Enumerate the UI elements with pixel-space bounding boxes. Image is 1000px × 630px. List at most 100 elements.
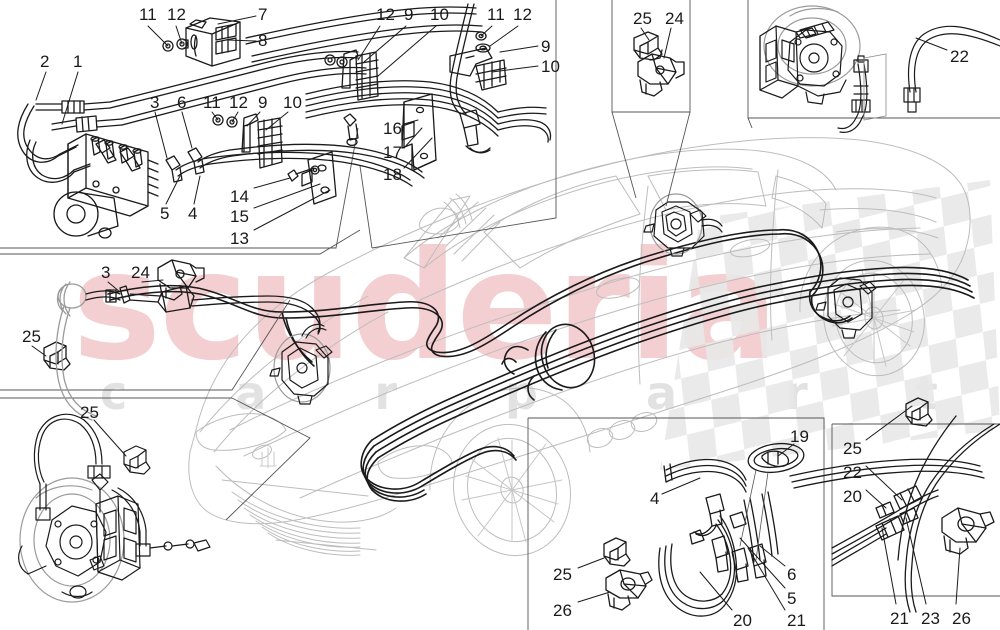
callout-number-24: 24 [131, 263, 150, 282]
leader-line-c2 [35, 71, 47, 101]
callout-number-12: 12 [229, 93, 248, 112]
leader-line-c25b [31, 345, 47, 357]
leader-line-c22a [915, 37, 948, 51]
callout-number-12: 12 [167, 5, 186, 24]
leader-line-c5b [739, 537, 786, 589]
leader-line-c21b [747, 547, 786, 611]
leader-line-c1 [61, 71, 79, 125]
leader-line-c9a [246, 111, 261, 127]
leader-line-c8 [227, 39, 257, 42]
callout-number-9: 9 [258, 93, 268, 112]
callout-number-7: 7 [258, 5, 268, 24]
callout-number-25: 25 [553, 565, 572, 584]
leader-line-c23 [905, 517, 927, 605]
callout-number-21: 21 [890, 609, 909, 628]
leader-line-c12b [231, 111, 239, 123]
callout-number-9: 9 [541, 37, 551, 56]
leader-line-c12a [175, 25, 183, 45]
callout-number-10: 10 [283, 93, 302, 112]
leader-line-c18 [403, 137, 433, 169]
callout-number-13: 13 [230, 229, 249, 248]
callout-number-6: 6 [177, 93, 187, 112]
callout-number-4: 4 [188, 204, 198, 223]
callout-number-26: 26 [952, 609, 971, 628]
leader-line-c26a [577, 591, 611, 603]
leader-line-c7 [217, 15, 257, 25]
leader-line-c4 [193, 175, 201, 205]
leader-line-c3b [107, 281, 121, 293]
leader-line-c17 [403, 127, 423, 149]
leader-line-c19 [777, 443, 795, 457]
leader-line-c21c [881, 527, 897, 605]
callout-number-25: 25 [843, 439, 862, 458]
leader-line-c14 [253, 177, 291, 189]
callout-number-8: 8 [258, 31, 268, 50]
callout-number-10: 10 [541, 57, 560, 76]
leader-line-c11c [480, 25, 493, 37]
leader-line-c10c [491, 65, 539, 73]
callout-number-25: 25 [633, 9, 652, 28]
leader-line-c5 [165, 175, 181, 205]
leader-line-c20b [699, 571, 733, 611]
callout-number-15: 15 [230, 207, 249, 226]
callout-number-5: 5 [787, 589, 797, 608]
callout-number-26: 26 [553, 601, 572, 620]
callout-number-20: 20 [843, 487, 862, 506]
callout-number-22: 22 [950, 47, 969, 66]
leader-line-c13 [253, 189, 331, 231]
leader-line-c10b [377, 25, 437, 77]
leader-line-c26b [955, 547, 961, 605]
callout-number-23: 23 [921, 609, 940, 628]
callout-number-14: 14 [230, 187, 249, 206]
leader-line-c24b [141, 279, 164, 283]
callout-number-6: 6 [787, 565, 797, 584]
leader-line-c12d [489, 25, 519, 47]
callout-number-11: 11 [487, 5, 505, 24]
callout-number-11: 11 [139, 5, 157, 24]
callout-number-11: 11 [203, 93, 221, 112]
leader-line-c6b [759, 545, 786, 567]
callout-number-16: 16 [383, 119, 402, 138]
callout-number-21: 21 [787, 611, 806, 630]
leader-line-c25a [640, 27, 650, 41]
leader-line-c25d [577, 557, 605, 569]
callout-number-3: 3 [150, 93, 160, 112]
leader-line-c11b [211, 111, 219, 121]
leader-line-c25e [865, 405, 913, 441]
callout-number-2: 2 [40, 52, 50, 71]
leader-line-c11a [147, 25, 169, 47]
callout-number-1: 1 [73, 52, 83, 71]
callout-number-19: 19 [790, 427, 809, 446]
callout-number-4: 4 [650, 489, 660, 508]
callout-number-5: 5 [160, 204, 170, 223]
leader-line-c9b [363, 25, 407, 63]
leader-line-c10a [265, 111, 289, 131]
leader-line-c20c [865, 489, 887, 509]
callout-number-22: 22 [843, 463, 862, 482]
leader-line-c4b [661, 477, 701, 495]
callout-number-9: 9 [404, 5, 414, 24]
callout-number-25: 25 [80, 403, 99, 422]
callout-number-12: 12 [513, 5, 532, 24]
leader-line-c25c [93, 419, 127, 457]
leader-line-c22b [865, 465, 903, 501]
callout-number-3: 3 [101, 263, 111, 282]
leader-line-c12c [357, 25, 381, 61]
leader-line-c24a [663, 27, 672, 59]
callout-number-24: 24 [665, 9, 684, 28]
callout-number-17: 17 [383, 143, 402, 162]
leader-line-c3 [154, 111, 168, 159]
leader-line-c15 [253, 183, 321, 209]
callout-number-12: 12 [376, 5, 395, 24]
